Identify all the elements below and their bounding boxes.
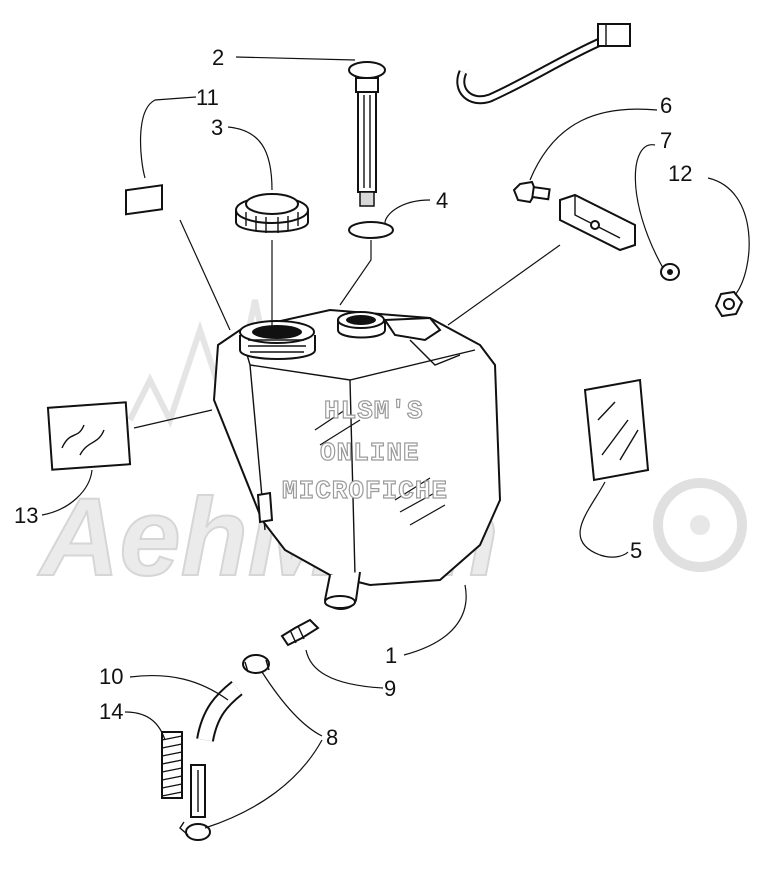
right-decal [583,378,650,482]
watermark-wheel [653,478,747,572]
callout-13: 13 [14,503,38,528]
oil-hose [190,680,243,818]
watermark-line-1: HLSM'S [324,396,424,426]
bolt [512,180,538,204]
callout-2: 2 [212,45,224,70]
callout-9: 9 [384,676,396,701]
callout-labels: 2 11 3 4 6 7 12 13 5 1 9 10 14 8 [14,45,692,750]
watermark-wheel-hub [690,515,710,535]
hose-fitting [280,618,320,647]
filler-cap [235,193,309,233]
callout-12: 12 [668,161,692,186]
leader-lines [41,56,750,829]
callout-14: 14 [99,699,123,724]
callout-5: 5 [630,538,642,563]
callout-10: 10 [99,664,123,689]
callout-4: 4 [436,188,448,213]
watermark-line-2: ONLINE [320,438,420,468]
watermark-line-3: MICROFICHE [282,476,448,506]
callout-7: 7 [660,128,672,153]
text-watermark: HLSM'S ONLINE MICROFICHE [281,395,448,506]
hose-clamps [179,654,270,841]
callout-6: 6 [660,93,672,118]
watermark-skyline [127,299,283,432]
callout-11: 11 [196,85,219,110]
oil-tank [212,308,502,610]
callout-3: 3 [211,115,223,140]
left-decal [46,401,132,471]
fuel-gauge-sender [348,23,631,207]
mounting-hardware [512,180,744,318]
wire-connector [597,23,631,47]
callout-8: 8 [326,725,338,750]
callout-1: 1 [385,643,397,668]
gasket-ring [348,221,394,239]
small-decal [125,184,163,216]
spring [161,731,183,799]
